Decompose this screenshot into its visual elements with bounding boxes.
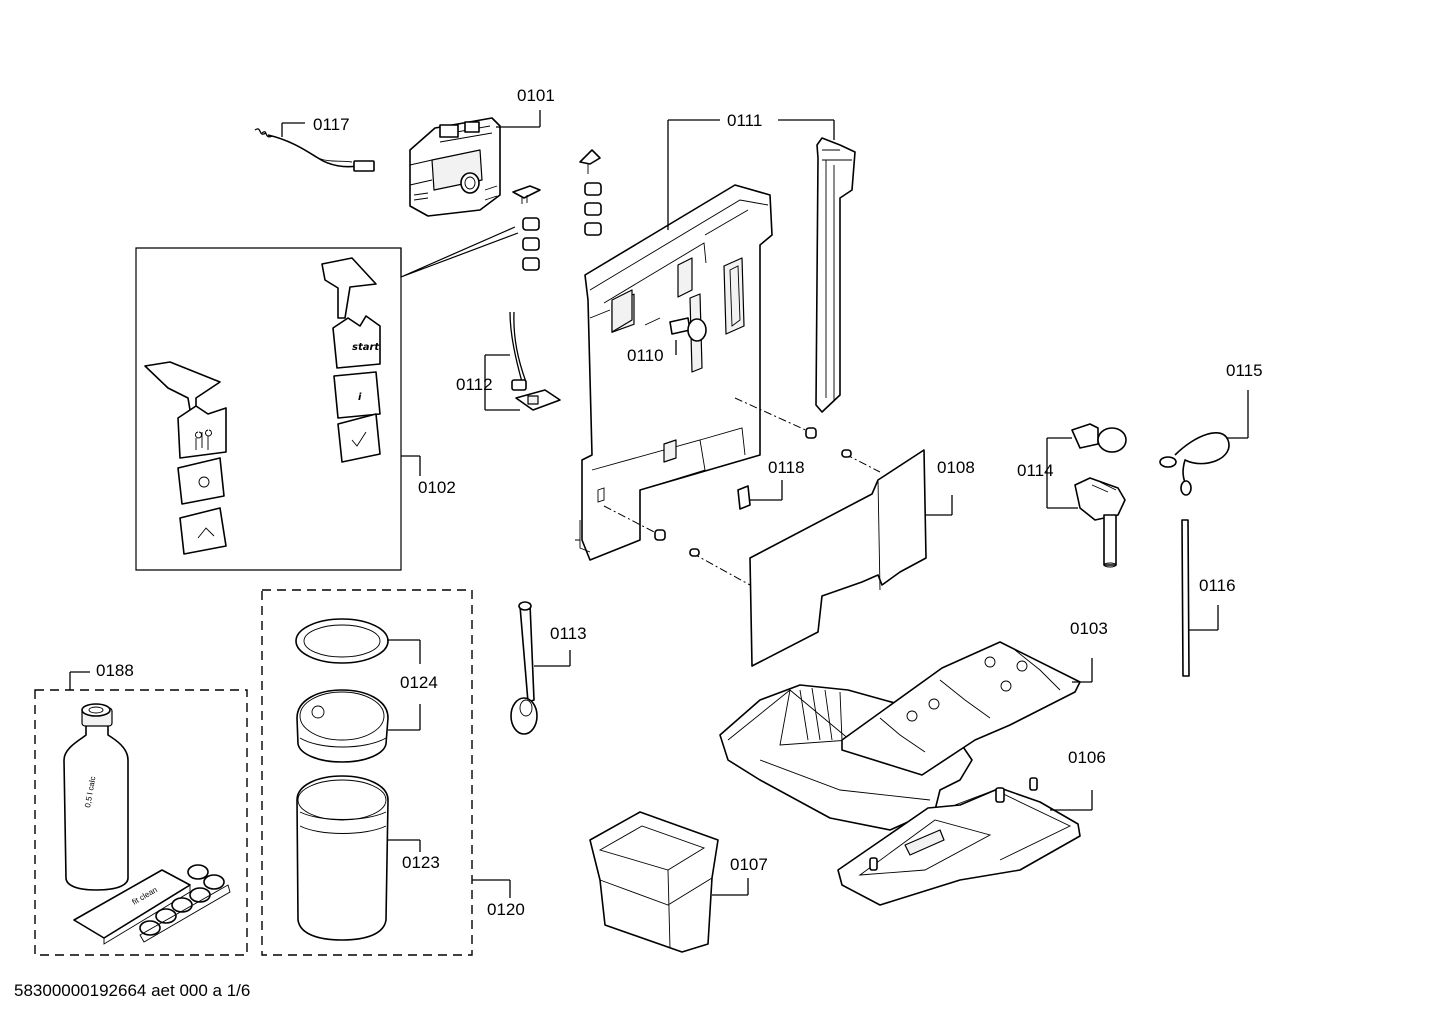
kit-0120: [261, 589, 511, 956]
label-0188: 0188: [96, 661, 134, 680]
label-0112: 0112: [456, 375, 493, 394]
knob-0110: [669, 317, 707, 355]
container-0107: [589, 811, 749, 953]
buttons-box-0102: start i: [135, 226, 519, 571]
base-tray-0106: [837, 777, 1093, 906]
cable-0117: [254, 122, 375, 172]
label-0110: 0110: [627, 346, 664, 365]
clip-0118: [737, 480, 783, 510]
sensor-0112: [484, 311, 561, 411]
kit-0188: 0,5 l calc fit clean: [34, 671, 248, 956]
small-buttons-group-left: [512, 185, 541, 271]
drip-tray-0103: [719, 641, 1093, 831]
info-key-label: i: [358, 392, 362, 403]
label-0123: 0123: [402, 853, 440, 872]
label-0120: 0120: [487, 900, 525, 919]
label-0107: 0107: [730, 855, 768, 874]
label-0114: 0114: [1017, 461, 1054, 480]
small-buttons-group-right: [579, 149, 602, 236]
label-0103: 0103: [1070, 619, 1108, 638]
hose-loop-0115: [1159, 390, 1249, 496]
label-0101: 0101: [517, 86, 555, 105]
part-labels: 0101 0102 0103 0106 0107 0108 0110 0111 …: [96, 86, 1263, 919]
start-key-label: start: [352, 342, 380, 353]
label-0124: 0124: [400, 673, 438, 692]
valve-0114: [1046, 423, 1127, 568]
control-module-0101: [409, 110, 541, 217]
side-rail: [815, 137, 856, 413]
label-0102: 0102: [418, 478, 456, 497]
document-id-footer: 58300000192664 aet 000 a 1/6: [14, 981, 251, 1000]
back-panel-0111: [575, 119, 835, 561]
label-0106: 0106: [1068, 748, 1106, 767]
label-0116: 0116: [1199, 576, 1236, 595]
rod-0116: [1181, 519, 1219, 677]
label-0108: 0108: [937, 458, 975, 477]
label-0118: 0118: [768, 458, 805, 477]
label-0113: 0113: [550, 624, 587, 643]
label-0115: 0115: [1226, 361, 1263, 380]
label-0117: 0117: [313, 115, 350, 134]
mounting-pins: [603, 397, 881, 586]
scoop-0113: [510, 601, 571, 735]
label-0111: 0111: [727, 111, 762, 130]
sheet-0108: [749, 449, 953, 667]
